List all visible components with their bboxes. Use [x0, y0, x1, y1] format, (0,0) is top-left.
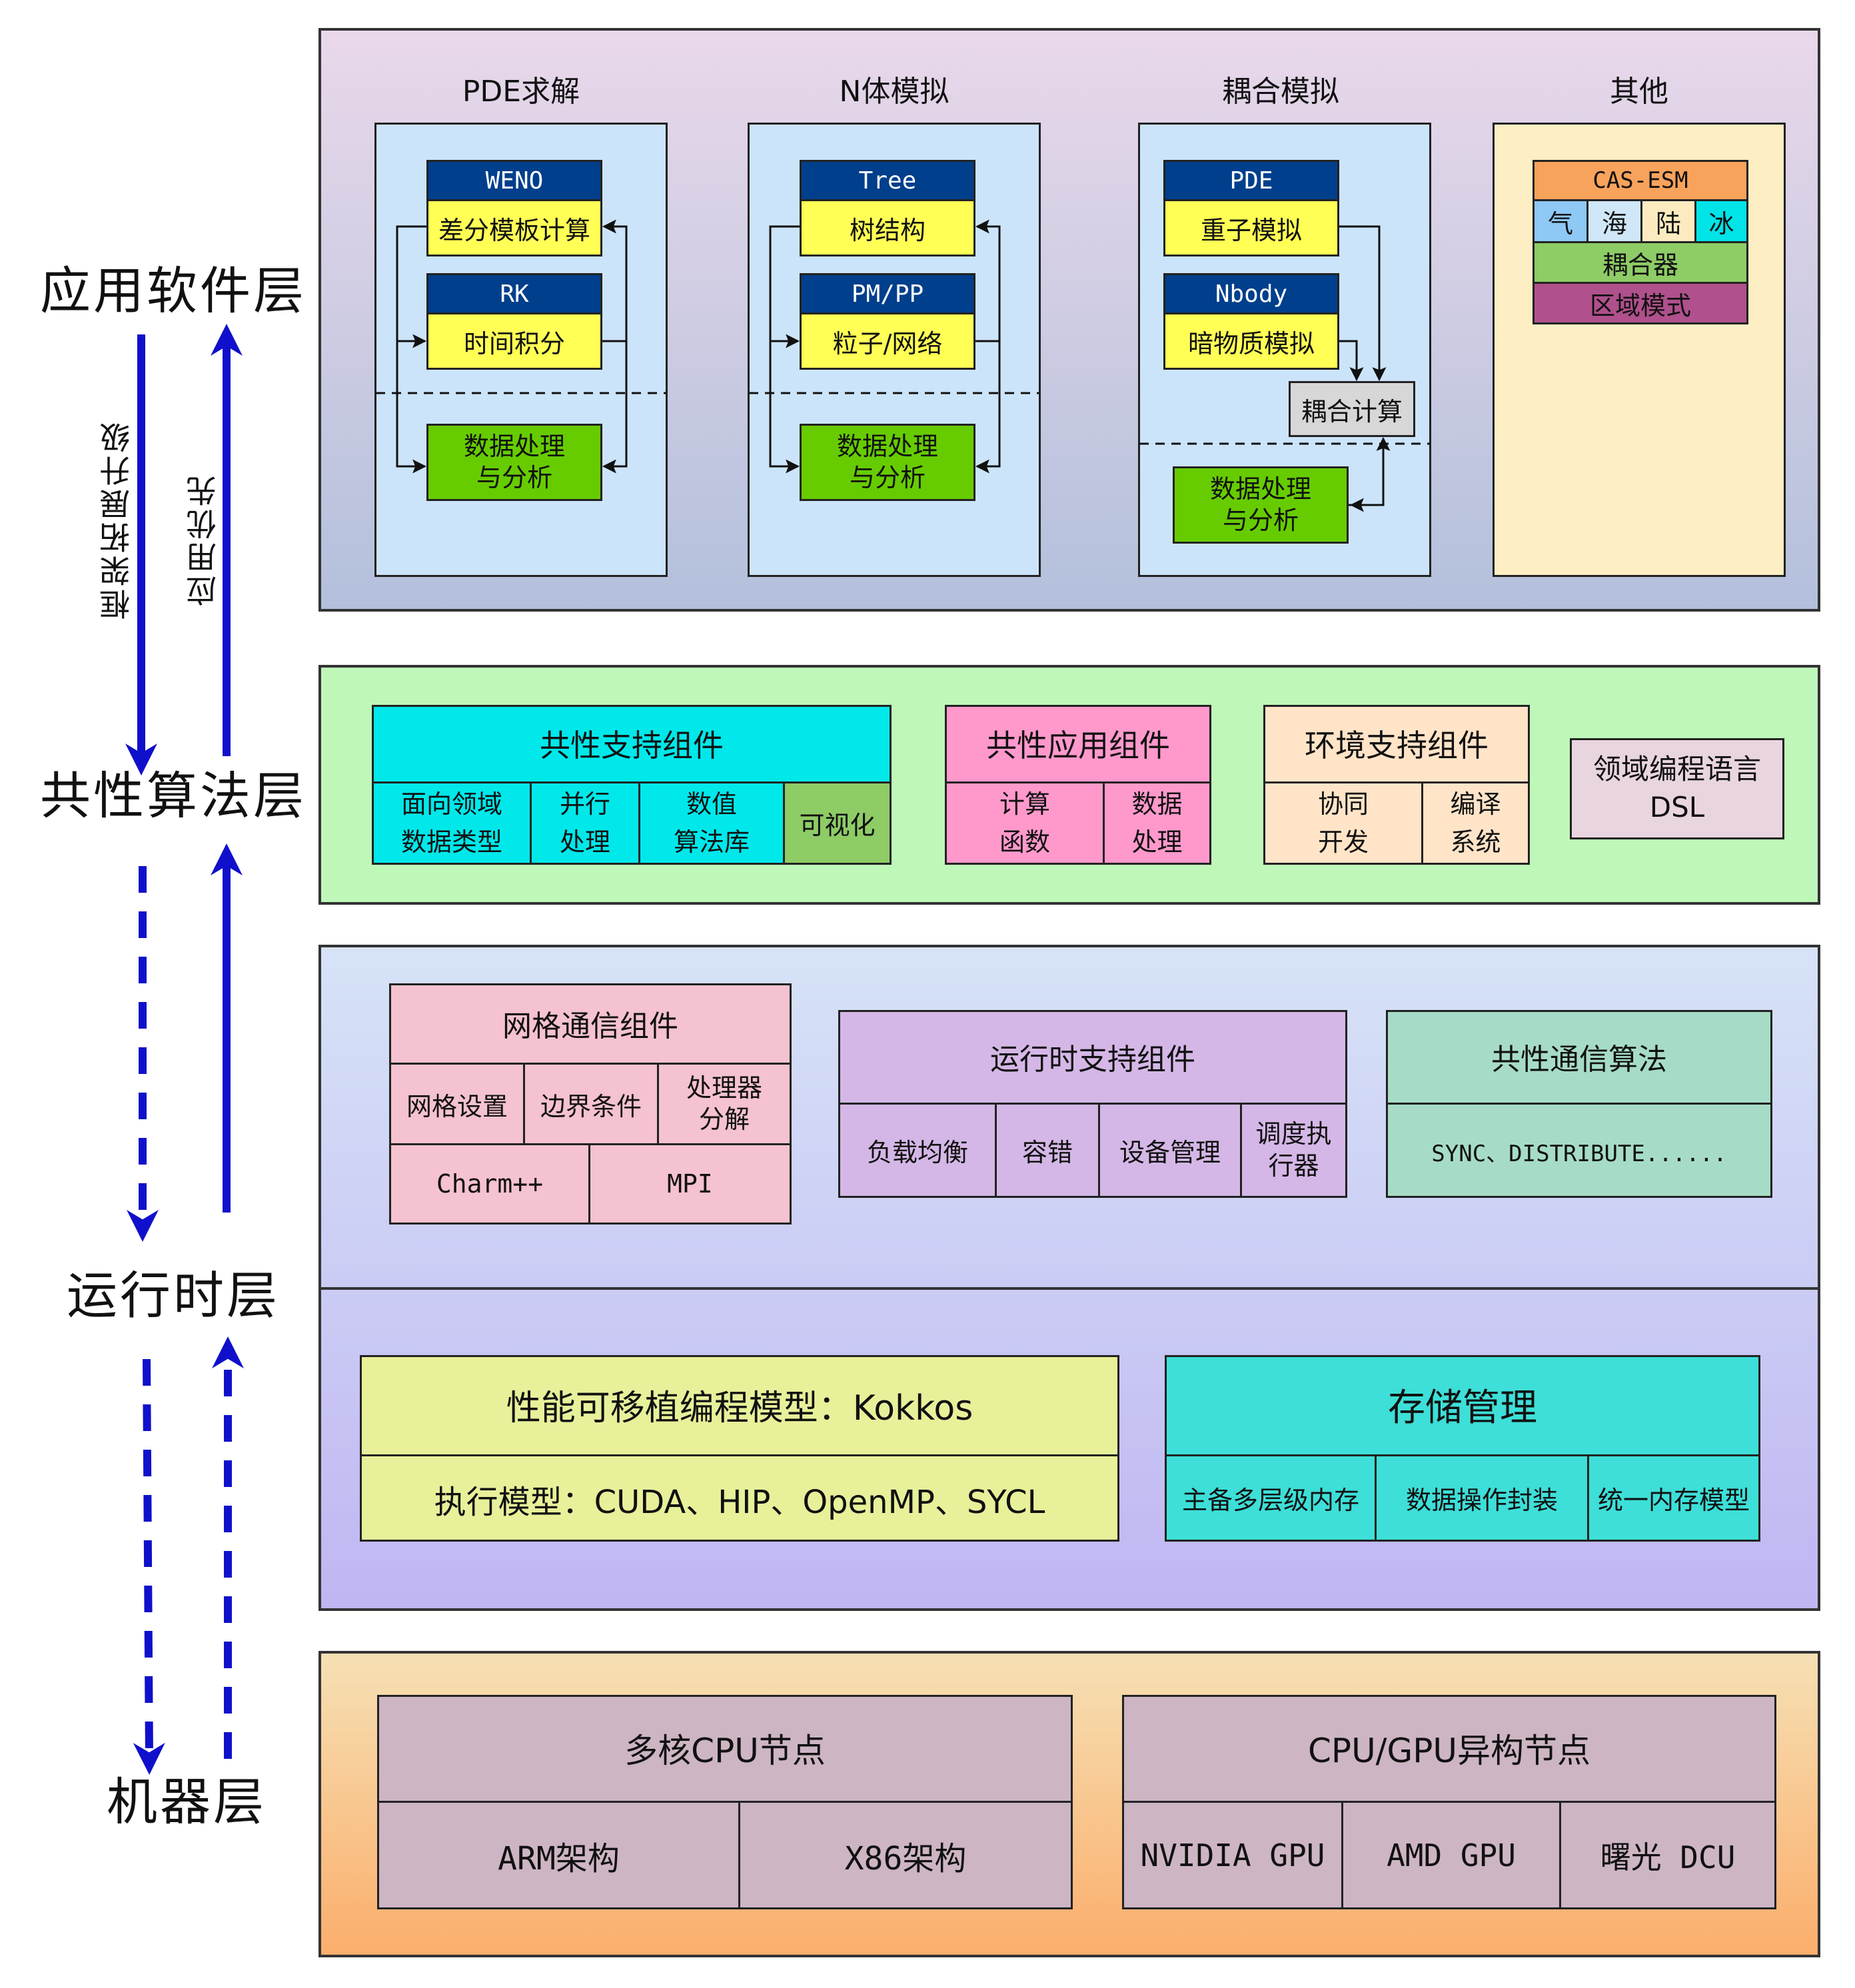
env-support-group: [1263, 705, 1530, 865]
device-management-cell: 设备管理: [1098, 1103, 1242, 1198]
multilevel-memory-cell: 主备多层级内存: [1165, 1454, 1377, 1542]
compute-function-cell: 计算 函数: [945, 781, 1105, 865]
baryon-simulation-box: 重子模拟: [1163, 199, 1339, 256]
runtime-layer-divider: [318, 1287, 1820, 1290]
dsl-box: 领域编程语言 DSL: [1570, 738, 1784, 839]
charm-cell: Charm++: [389, 1143, 590, 1225]
ice-cell: 冰: [1694, 199, 1748, 243]
tree-structure-box: 树结构: [800, 199, 975, 256]
arrow-down-dashed-2: [133, 1358, 165, 1775]
mpi-cell: MPI: [588, 1143, 792, 1225]
load-balance-cell: 负载均衡: [838, 1103, 997, 1198]
kokkos-title: 性能可移植编程模型：Kokkos: [360, 1355, 1119, 1456]
coupled-section-title: 耦合模拟: [1222, 75, 1339, 109]
storage-group: [1165, 1355, 1760, 1542]
arm-arch-cell: ARM架构: [377, 1801, 740, 1909]
mesh-comm-group: [389, 983, 792, 1225]
coupler-box: 耦合器: [1533, 241, 1748, 284]
nvidia-gpu-cell: NVIDIA GPU: [1122, 1801, 1343, 1909]
collaborative-dev-cell: 协同 开发: [1263, 781, 1423, 865]
boundary-condition-cell: 边界条件: [523, 1063, 659, 1145]
numerical-library-cell: 数值 算法库: [638, 781, 785, 865]
particle-network-box: 粒子/网络: [800, 312, 975, 370]
amd-gpu-cell: AMD GPU: [1341, 1801, 1561, 1909]
parallel-processing-cell: 并行 处理: [530, 781, 640, 865]
coupling-compute-box: 耦合计算: [1289, 381, 1415, 437]
common-app-title: 共性应用组件: [945, 705, 1211, 783]
ocean-cell: 海: [1586, 199, 1642, 243]
data-operation-wrap-cell: 数据操作封装: [1375, 1454, 1589, 1542]
rk-time-integration-box: 时间积分: [426, 312, 602, 370]
regional-model-box: 区域模式: [1533, 282, 1748, 324]
dark-matter-simulation-box: 暗物质模拟: [1163, 312, 1339, 370]
comm-algo-content: SYNC、DISTRIBUTE......: [1431, 1140, 1727, 1167]
layer-label-runtime: 运行时层: [67, 1266, 280, 1325]
visualization-cell: 可视化: [783, 781, 892, 865]
mesh-comm-title: 网格通信组件: [389, 983, 792, 1065]
coupled-pde-header: PDE: [1163, 160, 1339, 201]
nbody-section-title: N体模拟: [839, 75, 949, 109]
sugon-dcu-cell: 曙光 DCU: [1559, 1801, 1776, 1909]
layer-label-algorithm: 共性算法层: [40, 766, 307, 825]
scheduler-cell: 调度执 行器: [1240, 1103, 1347, 1198]
layer-label-application: 应用软件层: [40, 261, 307, 320]
x86-arch-cell: X86架构: [738, 1801, 1073, 1909]
env-support-title: 环境支持组件: [1263, 705, 1530, 783]
storage-title: 存储管理: [1165, 1355, 1760, 1456]
common-support-title: 共性支持组件: [372, 705, 892, 783]
land-cell: 陆: [1640, 199, 1696, 243]
coupled-data-analysis-box: 数据处理 与分析: [1173, 466, 1349, 544]
pde-section-title: PDE求解: [462, 75, 580, 109]
fault-tolerance-cell: 容错: [995, 1103, 1100, 1198]
weno-stencil-box: 差分模板计算: [426, 199, 602, 256]
execution-model-row: 执行模型：CUDA、HIP、OpenMP、SYCL: [434, 1484, 1045, 1521]
tree-header: Tree: [800, 160, 975, 201]
processor-decomposition-cell: 处理器 分解: [657, 1063, 792, 1145]
hetero-node-title: CPU/GPU异构节点: [1122, 1695, 1776, 1803]
comm-algo-title: 共性通信算法: [1386, 1010, 1772, 1105]
cas-esm-header: CAS-ESM: [1533, 160, 1748, 201]
pde-data-analysis-box: 数据处理 与分析: [426, 424, 602, 501]
kokkos-group: [360, 1355, 1119, 1542]
multicore-cpu-title: 多核CPU节点: [377, 1695, 1073, 1803]
mesh-setup-cell: 网格设置: [389, 1063, 525, 1145]
other-section-title: 其他: [1610, 75, 1668, 109]
atmosphere-cell: 气: [1533, 199, 1588, 243]
nbody-data-analysis-box: 数据处理 与分析: [800, 424, 975, 501]
domain-data-types-cell: 面向领域 数据类型: [372, 781, 532, 865]
unified-memory-cell: 统一内存模型: [1587, 1454, 1760, 1542]
layer-label-machine: 机器层: [107, 1772, 267, 1831]
compile-system-cell: 编译 系统: [1421, 781, 1530, 865]
runtime-support-title: 运行时支持组件: [838, 1010, 1347, 1105]
data-processing-cell: 数据 处理: [1103, 781, 1211, 865]
